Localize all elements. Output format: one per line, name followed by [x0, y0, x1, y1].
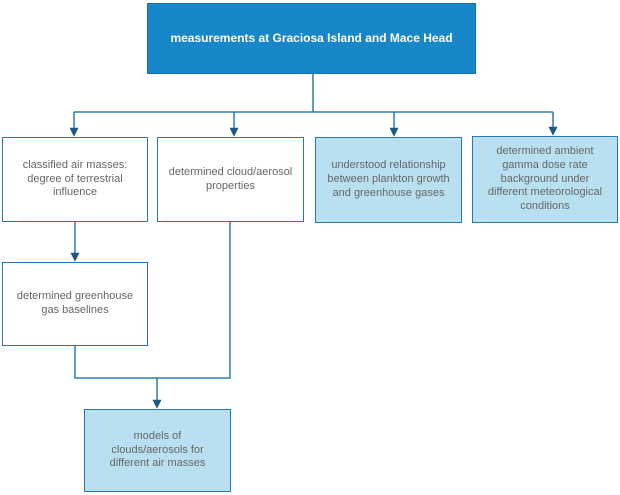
node-gamma-dose-rate-background: determined ambient gamma dose rate backg…: [472, 136, 618, 223]
node-classified-air-masses: classified air masses: degree of terrest…: [2, 137, 148, 222]
node-models-clouds-aerosols: models of clouds/aerosols for different …: [84, 409, 231, 492]
node-plankton-greenhouse-relationship: understood relationship between plankton…: [315, 137, 462, 223]
node-greenhouse-gas-baselines: determined greenhouse gas baselines: [2, 262, 148, 346]
node-measurements-graciosa-mace-head: measurements at Graciosa Island and Mace…: [147, 3, 476, 74]
node-cloud-aerosol-properties: determined cloud/aerosol properties: [157, 137, 304, 222]
